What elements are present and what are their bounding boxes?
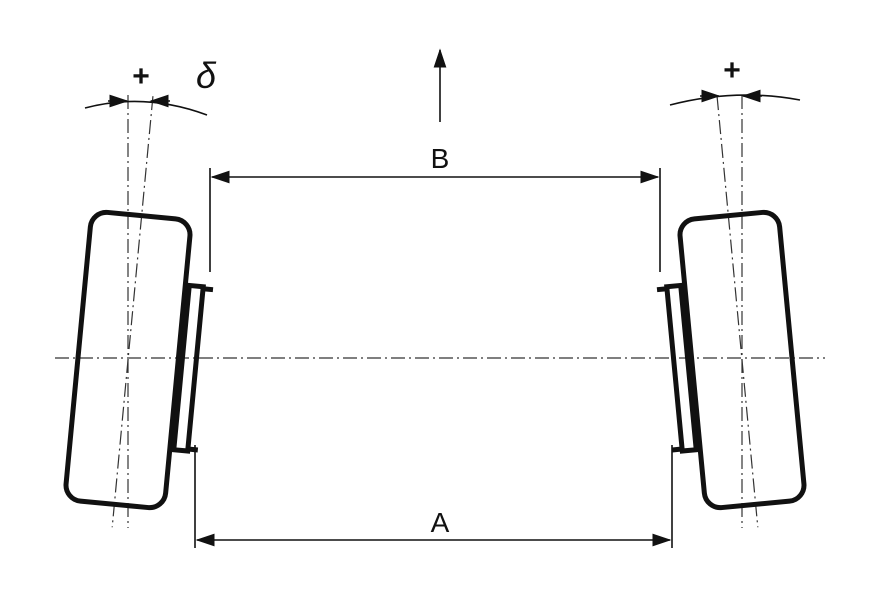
dimension-a-label: A	[431, 507, 450, 538]
dimension-b: B	[209, 143, 661, 272]
right-toe-sign: +	[723, 54, 741, 87]
dimension-b-label: B	[431, 143, 450, 174]
dimension-a: A	[194, 445, 673, 548]
right-wheel: +	[656, 54, 807, 528]
left-toe-sign: +	[132, 60, 150, 93]
left-wheel: + δ	[63, 55, 217, 528]
angle-delta-label: δ	[196, 55, 217, 96]
